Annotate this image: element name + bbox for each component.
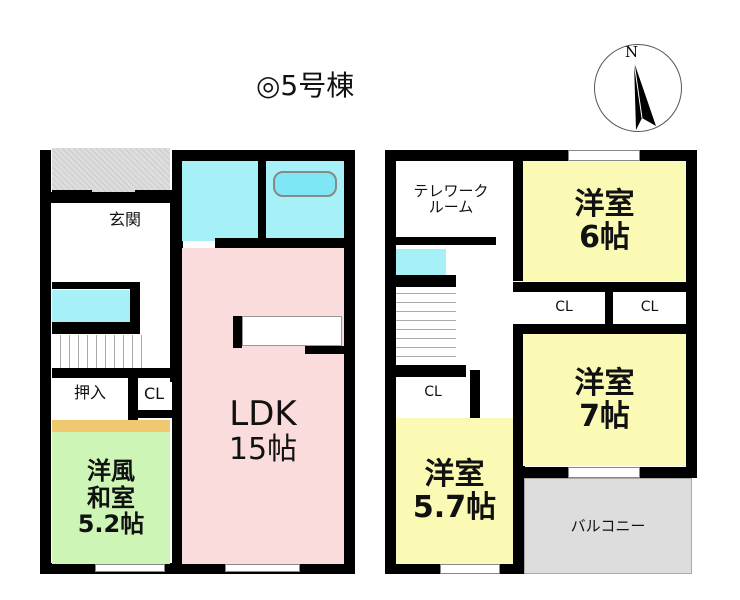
oshiire-closet: 押入 xyxy=(73,383,106,403)
closet-2f-b: CL xyxy=(640,298,659,315)
bathroom-sink xyxy=(182,161,258,241)
room-6-size: 6帖 xyxy=(579,220,630,255)
room-6-name: 洋室 xyxy=(574,187,635,222)
entrance-hall: 玄関 xyxy=(108,210,141,230)
stairs-1f xyxy=(52,335,142,368)
porch xyxy=(52,148,170,194)
bathtub-icon xyxy=(273,170,337,197)
window xyxy=(225,564,300,572)
toilet-1f xyxy=(52,290,140,322)
room-7-name: 洋室 xyxy=(574,366,635,401)
room-5-7-name: 洋室 xyxy=(424,457,485,492)
japanese-room-line1: 洋風 xyxy=(87,457,135,486)
closet-1f: CL xyxy=(143,384,165,404)
ldk-size: 15帖 xyxy=(228,432,298,468)
window xyxy=(440,564,500,574)
telework-room: テレワーク ルーム xyxy=(396,161,506,237)
balcony: バルコニー xyxy=(524,478,692,574)
japanese-room-size: 5.2帖 xyxy=(77,510,145,539)
telework-line2: ルーム xyxy=(428,198,474,216)
kitchen-wall xyxy=(233,316,242,348)
compass-arrow-icon xyxy=(633,61,656,130)
bathtub-room xyxy=(266,161,344,238)
window xyxy=(568,467,640,478)
closet-2f-a: CL xyxy=(555,298,573,315)
western-room-7: 洋室 7帖 xyxy=(523,334,686,466)
room-7-size: 7帖 xyxy=(579,399,630,434)
toilet-2f xyxy=(396,249,446,275)
ldk-room: LDK 15帖 xyxy=(182,248,344,564)
compass: N xyxy=(594,43,682,132)
telework-line1: テレワーク xyxy=(413,181,489,200)
tatami-edge xyxy=(52,420,170,432)
room-5-7-size: 5.7帖 xyxy=(412,490,497,525)
window xyxy=(95,564,165,572)
japanese-room-line2: 和室 xyxy=(87,483,135,512)
closet-2f-c: CL xyxy=(424,384,442,401)
japanese-room: 洋風 和室 5.2帖 xyxy=(52,432,170,564)
kitchen-counter xyxy=(242,316,342,346)
window xyxy=(568,150,640,161)
compass-north-label: N xyxy=(625,43,639,61)
western-room-6: 洋室 6帖 xyxy=(523,161,686,281)
stairs-2f xyxy=(396,290,456,365)
building-title: ◎5号棟 xyxy=(256,69,355,102)
ldk-label: LDK xyxy=(229,393,297,434)
western-room-5-7: 洋室 5.7帖 xyxy=(396,418,513,564)
